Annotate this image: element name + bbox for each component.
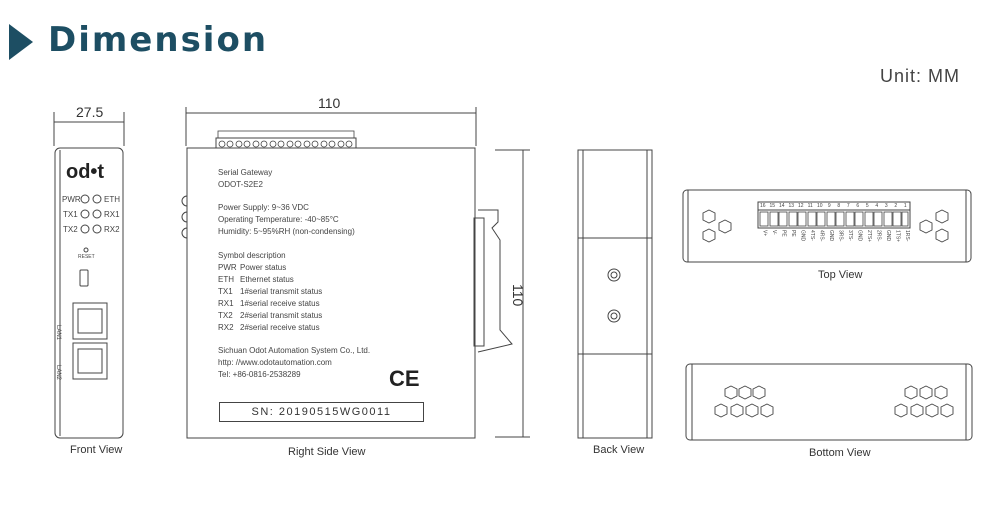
led-rx1-label: RX1 — [104, 210, 120, 219]
symbol-desc: 2#serial receive status — [240, 323, 320, 332]
caption-bottom-view: Bottom View — [809, 447, 871, 459]
pin-label: 2RS- — [875, 230, 882, 242]
led-pwr-label: PWR — [62, 195, 81, 204]
pin-number: 6 — [856, 203, 860, 209]
spec-temperature: Operating Temperature: -40~85°C — [218, 215, 339, 224]
symbol-code: TX2 — [218, 311, 233, 320]
reset-label: RESET — [78, 254, 95, 260]
symbol-code: TX1 — [218, 287, 233, 296]
pin-label: V+ — [761, 230, 768, 237]
pin-label: PE — [790, 230, 796, 237]
symbol-desc: 1#serial transmit status — [240, 287, 323, 296]
company-website: http: //www.odotautomation.com — [218, 358, 332, 367]
title-marker-icon — [9, 24, 33, 60]
serial-number: SN: 20190515WG0011 — [219, 402, 424, 422]
dim-side-width: 110 — [318, 95, 341, 111]
symbol-code: PWR — [218, 263, 237, 272]
led-tx1-label: TX1 — [63, 210, 78, 219]
pin-number: 2 — [894, 203, 898, 209]
pin-label: GND — [856, 230, 863, 242]
pin-label: 2TS+ — [866, 230, 872, 243]
pin-number: 1 — [903, 203, 907, 209]
pin-label: GND — [799, 230, 806, 242]
pin-number: 13 — [788, 203, 795, 209]
symbol-code: RX2 — [218, 323, 234, 332]
company-phone: Tel: +86-0816-2538289 — [218, 370, 301, 379]
caption-right-side-view: Right Side View — [288, 446, 366, 458]
spec-power: Power Supply: 9~36 VDC — [218, 203, 309, 212]
pin-number: 11 — [807, 203, 813, 209]
page-title: Dimension — [48, 20, 269, 60]
pin-label: 4RS- — [818, 230, 825, 242]
symbol-desc: Power status — [240, 263, 287, 272]
pin-number: 16 — [759, 203, 766, 209]
company-name: Sichuan Odot Automation System Co., Ltd. — [218, 346, 371, 355]
lan1-label: LAN1 — [55, 325, 61, 341]
dim-front-width: 27.5 — [76, 104, 104, 120]
pin-number: 15 — [769, 203, 776, 209]
pin-number: 4 — [875, 203, 879, 209]
pin-number: 5 — [865, 203, 869, 209]
symbol-desc: 1#serial receive status — [240, 299, 320, 308]
brand-logo: od•t — [66, 161, 105, 183]
pin-label: GND — [828, 230, 834, 242]
symbol-desc: 2#serial transmit status — [240, 311, 323, 320]
pin-label: PE — [780, 230, 787, 237]
pin-number-row: 16 15 14 13 12 11 10 9 8 7 6 5 4 3 2 1 — [758, 203, 910, 209]
pin-number: 3 — [884, 203, 888, 209]
symbol-desc: Ethernet status — [240, 275, 294, 284]
caption-back-view: Back View — [593, 444, 645, 456]
pin-number: 8 — [837, 203, 841, 209]
unit-label: Unit: MM — [880, 66, 960, 86]
symbol-code: ETH — [218, 275, 234, 284]
pin-label: 3TS- — [847, 230, 853, 241]
pin-label: 1RS- — [904, 230, 910, 242]
led-eth-label: ETH — [104, 195, 120, 204]
pin-label: 4TS- — [809, 230, 815, 241]
lan2-label: LAN2 — [55, 365, 61, 381]
pin-number: 12 — [797, 203, 804, 209]
product-model: ODOT-S2E2 — [218, 180, 263, 189]
symbol-code: RX1 — [218, 299, 234, 308]
led-rx2-label: RX2 — [104, 225, 120, 234]
pin-label: 1TS+ — [894, 230, 901, 243]
pin-label: GND — [885, 230, 891, 242]
product-name: Serial Gateway — [218, 168, 273, 177]
pin-number: 9 — [827, 203, 831, 209]
pin-label: V- — [771, 230, 777, 235]
pin-number: 7 — [846, 203, 850, 209]
spec-humidity: Humidity: 5~95%RH (non-condensing) — [218, 227, 355, 236]
pin-number: 10 — [816, 203, 823, 209]
caption-front-view: Front View — [70, 444, 123, 456]
caption-top-view: Top View — [818, 269, 863, 281]
led-tx2-label: TX2 — [63, 225, 78, 234]
dim-side-height: 110 — [510, 284, 526, 307]
symbol-title: Symbol description — [218, 251, 286, 260]
pin-label-row: V+ V- PE PE GND 4TS- 4RS- GND 3RS- 3TS- … — [758, 230, 911, 258]
ce-mark: CE — [389, 366, 420, 391]
pin-label: 3RS- — [837, 230, 844, 242]
pin-number: 14 — [778, 203, 785, 209]
